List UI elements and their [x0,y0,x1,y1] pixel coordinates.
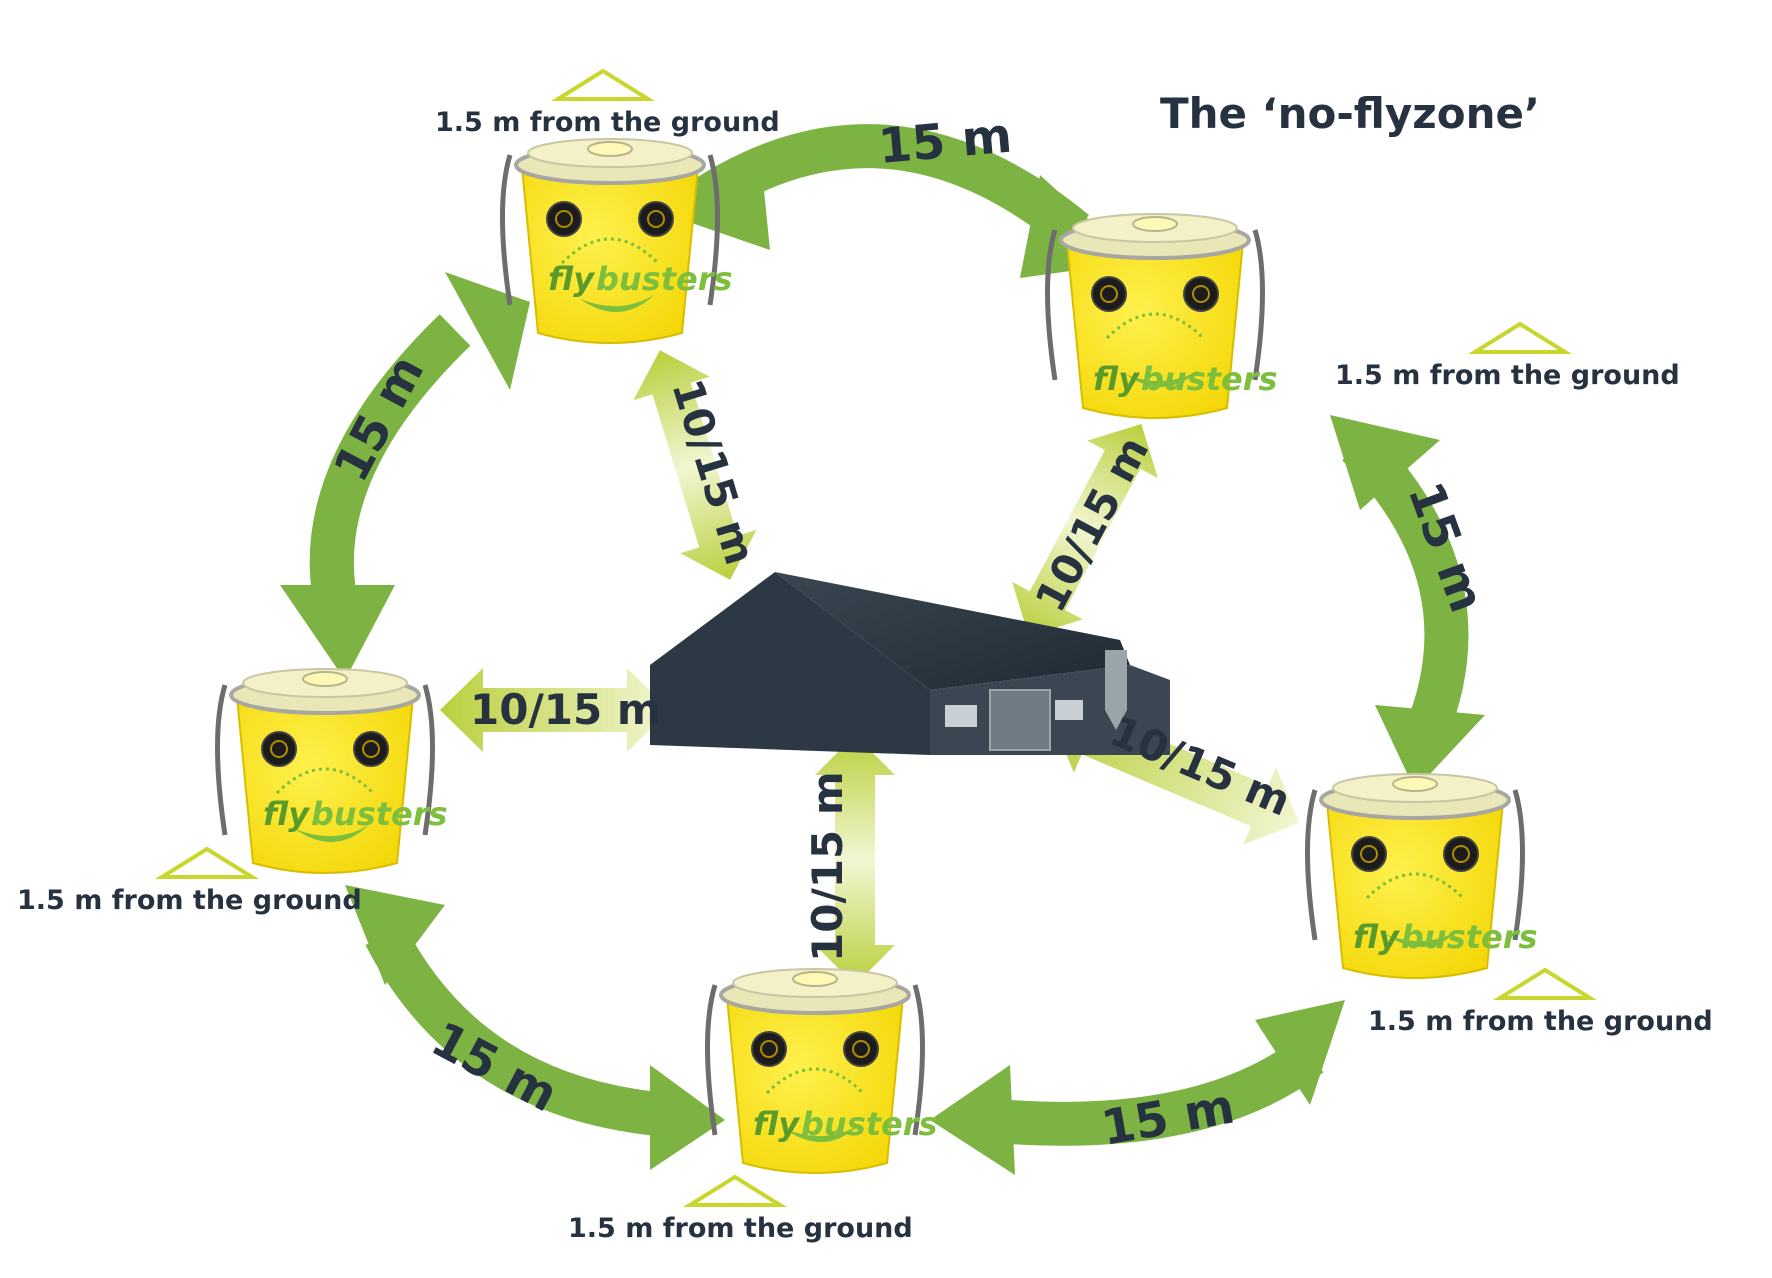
trap-bottom-brand-fly: fly [753,1105,800,1143]
inner-distance-left: 10/15 m [470,685,661,734]
trap-top-brand-busters: busters [596,260,733,298]
trap-top-brand-fly: fly [548,260,595,298]
outer-distance-bottom-right: 15 m [1097,1078,1238,1156]
triangle-top [551,68,655,101]
trap-left-height-label: 1.5 m from the ground [17,885,362,916]
trap-bottom-right-brand-fly: fly [1353,918,1400,956]
outer-distance-top-left: 15 m [323,346,435,490]
outer-arrow-bottom-left [345,885,725,1170]
barn [650,572,1170,755]
inner-distance-bottom: 10/15 m [803,771,852,962]
trap-bottom-right-brand-busters: busters [1401,918,1538,956]
outer-arrow-bottom-right [930,1000,1345,1175]
trap-left: fly busters [218,669,448,873]
trap-bottom-right: fly busters [1308,774,1538,978]
inner-arrow-right [1012,424,1158,636]
triangle-bottom-right [1493,967,1597,1000]
trap-bottom-brand-busters: busters [801,1105,938,1143]
inner-distance-right: 10/15 m [1026,428,1159,619]
outer-arrow-top-left [280,272,530,680]
height-triangles [155,68,1597,1207]
trap-left-brand-fly: fly [263,795,310,833]
triangle-bottom [683,1174,787,1207]
trap-top-height-label: 1.5 m from the ground [435,107,780,138]
trap-right-brand-busters: busters [1141,360,1278,398]
inner-arrow-left [440,668,670,752]
outer-distance-bottom-left: 15 m [422,1011,566,1123]
inner-arrow-bottom [815,735,895,985]
outer-arrow-right [1330,415,1485,790]
trap-left-brand-busters: busters [311,795,448,833]
trap-right-brand-fly: fly [1093,360,1140,398]
triangle-right [1468,321,1572,354]
inner-arrow-top [633,350,757,580]
outer-distance-top-right: 15 m [876,108,1014,175]
trap-right: fly busters [1048,214,1278,418]
triangle-left [155,846,259,879]
trap-bottom-height-label: 1.5 m from the ground [568,1213,913,1244]
trap-bottom-right-height-label: 1.5 m from the ground [1368,1006,1713,1037]
trap-top: fly busters [503,139,733,343]
trap-bottom: fly busters [708,969,938,1173]
diagram-title: The ‘no-flyzone’ [1160,89,1540,138]
trap-right-height-label: 1.5 m from the ground [1335,360,1680,391]
